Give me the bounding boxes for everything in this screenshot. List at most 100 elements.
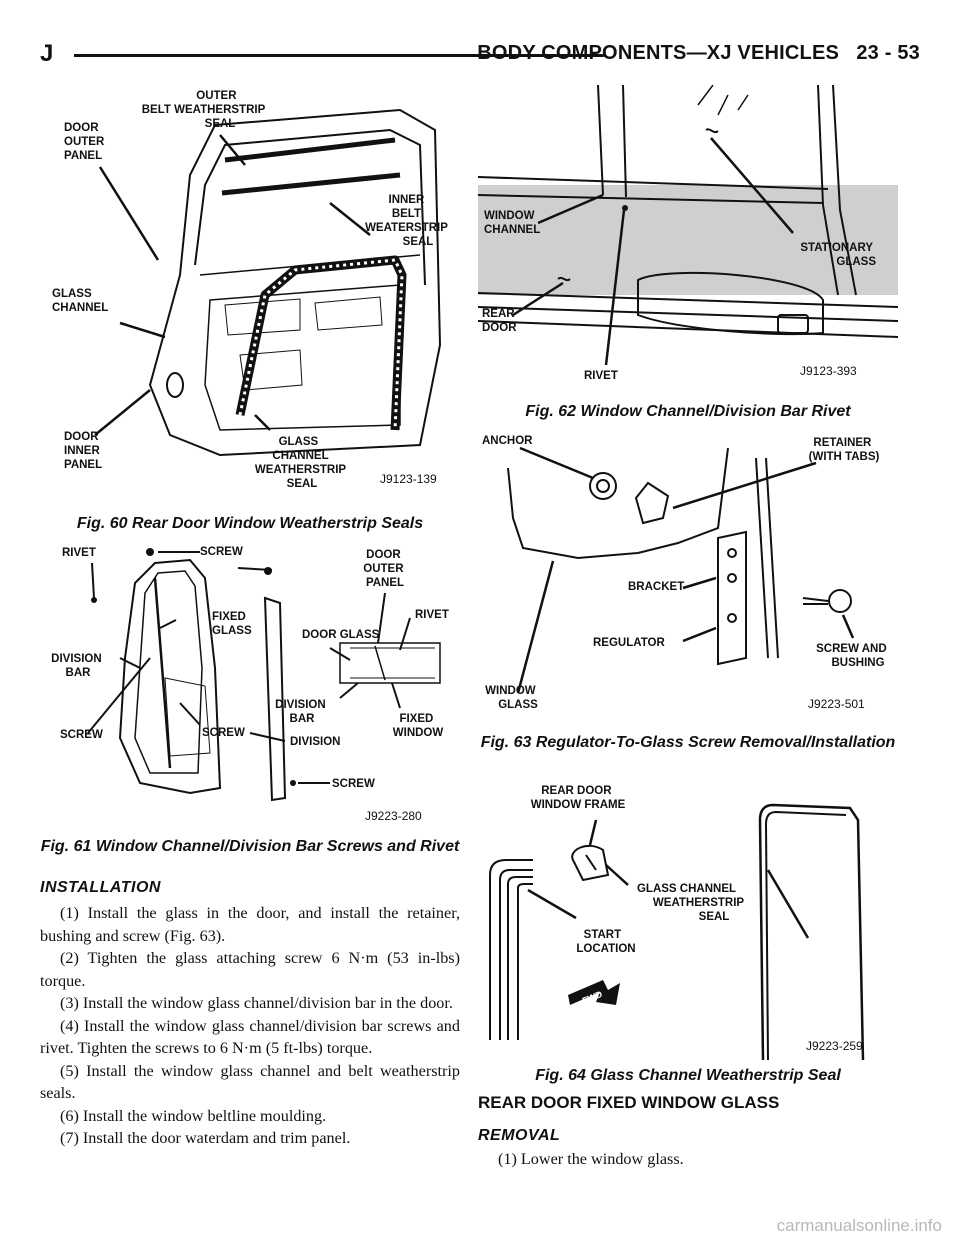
fig60-door-inner-panel-l3: PANEL [64,459,102,471]
fig60-label-outer-belt: OUTER BELT WEATHERSTRIP SEAL [142,90,269,130]
install-step-1: (1) Install the glass in the door, and i… [40,904,460,945]
install-step-2: (2) Tighten the glass attaching screw 6 … [40,949,460,990]
removal-step-1: (1) Lower the window glass. [498,1150,684,1168]
fig63-window-glass: WINDOW GLASS [485,685,539,711]
figure-62-illustration: WINDOW CHANNEL STATIONARY GLASS REAR DOO… [478,85,898,382]
fig63-code: J9223-501 [808,697,865,711]
fig63-screw-bushing: SCREW AND BUSHING [816,643,890,669]
fig60-inner-belt-l3: WEATERSTRIP [365,222,448,234]
header-section: BODY COMPONENTS—XJ VEHICLES [477,42,840,64]
fig62-window-channel: WINDOW CHANNEL [484,210,540,236]
fig60-outer-belt-l1: OUTER [196,90,237,102]
fig62-wc-l2: CHANNEL [484,224,540,236]
fig61-screw-top: SCREW [200,546,243,558]
figure-61: RIVET SCREW DOOR OUTER PANEL RIVET FIXED… [40,538,460,828]
figure-60: DOOR OUTER PANEL OUTER BELT WEATHERSTRIP… [40,85,460,495]
fig61-screw-left: SCREW [60,729,103,741]
fig61-rivet-top: RIVET [62,547,96,559]
fig60-caption: Fig. 60 Rear Door Window Weatherstrip Se… [76,515,424,532]
figure-63-illustration: ANCHOR RETAINER (WITH TABS) BRACKET REGU… [482,435,890,711]
install-step-5: (5) Install the window glass channel and… [40,1061,460,1103]
fig60-gcws-l4: SEAL [287,478,318,490]
fig63-bracket: BRACKET [628,581,684,593]
fig63-regulator: REGULATOR [593,637,665,649]
fig61-dop-l2: OUTER [363,563,404,575]
fig61-rivet-right: RIVET [415,609,449,621]
fig61-fixed-glass-l1: FIXED [212,611,246,623]
fig61-dop-l1: DOOR [366,549,401,561]
fig64-sl-l1: START [584,929,621,941]
fig61-dbl-l2: BAR [66,667,92,679]
fig60-label-door-outer-panel: DOOR OUTER PANEL [64,122,107,162]
fig62-sg-l1: STATIONARY [800,242,873,254]
fig63-sb-l1: SCREW AND [816,643,887,655]
fig60-inner-belt-l4: SEAL [403,236,434,248]
fig62-stationary-glass: STATIONARY GLASS [800,242,876,268]
fig60-door-outer-panel-l1: DOOR [64,122,99,134]
header-title: BODY COMPONENTS—XJ VEHICLES 23 - 53 [477,42,920,65]
fig60-door-inner-panel-l2: INNER [64,445,100,457]
fig60-label-inner-belt: INNER BELT WEATERSTRIP SEAL [365,194,451,248]
header-rule [74,54,604,57]
fig61-fixed-glass-l2: GLASS [212,625,252,637]
installation-heading: INSTALLATION [40,879,161,896]
fig60-gcws-l3: WEATHERSTRIP [255,464,346,476]
fig61-division: DIVISION [290,736,340,748]
fig63-sb-l2: BUSHING [831,657,884,669]
fig61-dbl-l1: DIVISION [51,653,101,665]
fig64-rdf-l2: WINDOW FRAME [531,799,626,811]
figure-61-illustration: RIVET SCREW DOOR OUTER PANEL RIVET FIXED… [51,546,449,823]
install-step-4: (4) Install the window glass channel/div… [40,1016,460,1058]
fig60-label-door-inner-panel: DOOR INNER PANEL [64,431,103,471]
fig64-gcws-l2: WEATHERSTRIP [653,897,744,909]
fig62-rd-l2: DOOR [482,322,517,334]
fig60-glass-channel-l1: GLASS [52,288,92,300]
fig64-sl-l2: LOCATION [576,943,635,955]
fig60-outer-belt-l2: BELT WEATHERSTRIP [142,104,266,116]
fig64-code: J9223-259 [806,1039,863,1053]
removal-steps: (1) Lower the window glass. [478,1148,898,1171]
fig61-fw-l2: WINDOW [393,727,444,739]
fig61-screw-bottom: SCREW [332,778,375,790]
fig62-rear-door: REAR DOOR [482,308,518,334]
page-number: 23 - 53 [856,42,920,64]
fig60-door-outer-panel-l2: OUTER [64,136,105,148]
fig61-fixed-glass: FIXED GLASS [212,611,252,637]
fig63-caption: Fig. 63 Regulator-To-Glass Screw Removal… [480,734,896,751]
fig64-caption: Fig. 64 Glass Channel Weatherstrip Seal [535,1067,841,1084]
fig60-label-glass-channel: GLASS CHANNEL [52,288,108,314]
watermark: carmanualsonline.info [776,1216,942,1235]
fig60-inner-belt-l1: INNER [389,194,425,206]
installation-steps: (1) Install the glass in the door, and i… [40,902,460,1150]
fig61-code: J9223-280 [365,809,422,823]
fig61-door-glass: DOOR GLASS [302,629,380,641]
fig63-retainer: RETAINER (WITH TABS) [809,437,880,463]
fig60-code: J9123-139 [380,472,437,486]
fig61-screw-mid: SCREW [202,727,245,739]
fig60-inner-belt-l2: BELT [392,208,421,220]
fig62-caption: Fig. 62 Window Channel/Division Bar Rive… [525,403,851,420]
install-step-7: (7) Install the door waterdam and trim p… [60,1129,351,1147]
figure-62: WINDOW CHANNEL STATIONARY GLASS REAR DOO… [478,85,898,385]
fig60-glass-channel-l2: CHANNEL [52,302,108,314]
figure-60-illustration: DOOR OUTER PANEL OUTER BELT WEATHERSTRIP… [52,90,451,490]
fig63-anchor: ANCHOR [482,435,533,447]
figure-64: REAR DOOR WINDOW FRAME GLASS CHANNEL WEA… [478,780,898,1060]
figure-63: ANCHOR RETAINER (WITH TABS) BRACKET REGU… [478,428,898,718]
fig62-sg-l2: GLASS [836,256,876,268]
fig61-fixed-window: FIXED WINDOW [393,713,444,739]
fig62-wc-l1: WINDOW [484,210,535,222]
fig61-division-bar-left: DIVISION BAR [51,653,105,679]
removal-heading: REMOVAL [478,1127,561,1144]
fig62-rivet: RIVET [584,370,618,382]
fig61-dbm-l2: BAR [290,713,316,725]
fig61-dbm-l1: DIVISION [275,699,325,711]
install-step-6: (6) Install the window beltline moulding… [60,1106,327,1125]
fig60-door-inner-panel-l1: DOOR [64,431,99,443]
fig61-division-bar-mid: DIVISION BAR [275,699,329,725]
fig64-gcws: GLASS CHANNEL WEATHERSTRIP SEAL [637,883,747,923]
figure-64-illustration: REAR DOOR WINDOW FRAME GLASS CHANNEL WEA… [489,785,865,1060]
fig63-ret-l1: RETAINER [813,437,872,449]
fig63-wg-l2: GLASS [498,699,538,711]
header-letter: J [40,40,54,67]
